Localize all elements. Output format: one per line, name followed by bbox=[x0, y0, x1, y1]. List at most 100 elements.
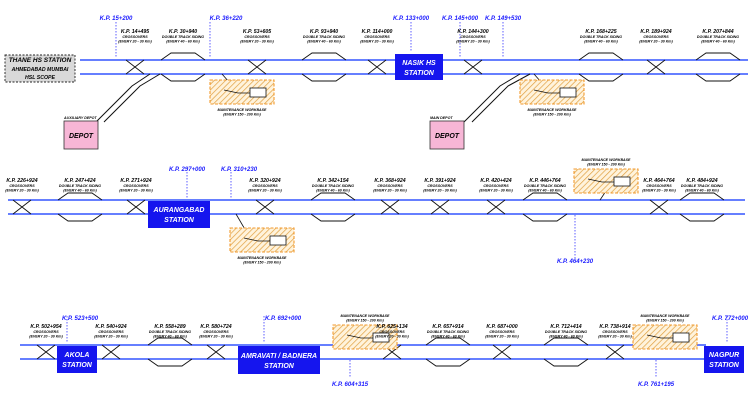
maintenance-workbase-interval: (EVERY 150 - 200 Km) bbox=[243, 261, 281, 265]
kp-label-interval: (EVERY 40 - 60 Km) bbox=[584, 40, 618, 44]
double-track-siding-symbol bbox=[310, 192, 356, 222]
kp-label-type: CROSSOVERS bbox=[483, 184, 509, 188]
crossover-symbol bbox=[380, 199, 400, 215]
maintenance-workbase-interval: (EVERY 150 - 200 Km) bbox=[223, 113, 261, 117]
kp-label-interval: (EVERY 40 - 60 Km) bbox=[549, 335, 583, 339]
double-track-siding-symbol bbox=[578, 52, 624, 82]
kp-label-interval: (EVERY 20 - 30 Km) bbox=[199, 335, 233, 339]
station-amravati-suffix: STATION bbox=[264, 363, 295, 370]
kp-label: K.P. 446+764 bbox=[529, 178, 560, 184]
double-track-siding-symbol bbox=[522, 192, 568, 222]
kp-label: K.P. 368+924 bbox=[374, 178, 405, 184]
crossover-symbol bbox=[206, 344, 226, 360]
kp-label: K.P. 712+414 bbox=[550, 324, 581, 330]
kp-label-interval: (EVERY 20 - 30 Km) bbox=[642, 189, 676, 193]
kp-blue-label: K.P. 523+500 bbox=[62, 316, 99, 322]
kp-label: K.P. 144+300 bbox=[457, 29, 488, 35]
kp-label: K.P. 657+914 bbox=[432, 324, 463, 330]
kp-label: K.P. 207+844 bbox=[702, 29, 733, 35]
station-nasik-name: NASIK HS bbox=[402, 60, 436, 67]
kp-label: K.P. 30+940 bbox=[169, 29, 197, 35]
kp-label-interval: (EVERY 20 - 30 Km) bbox=[29, 335, 63, 339]
kp-label: K.P. 114+000 bbox=[362, 29, 393, 35]
maintenance-workbase-interval: (EVERY 150 - 200 Km) bbox=[587, 163, 625, 167]
kp-blue-label: K.P. 761+195 bbox=[638, 382, 675, 388]
kp-label: K.P. 687+000 bbox=[486, 324, 517, 330]
kp-label-interval: (EVERY 40 - 60 Km) bbox=[685, 189, 719, 193]
kp-label-type: CROSSOVERS bbox=[33, 330, 59, 334]
crossover-symbol bbox=[463, 59, 483, 75]
crossover-symbol bbox=[367, 59, 387, 75]
station-nagpur: NAGPUR STATION bbox=[704, 346, 744, 373]
maintenance-workbase-title: MAINTENANCE WORKBASE bbox=[582, 158, 632, 162]
station-akola-name: AKOLA bbox=[64, 352, 90, 359]
kp-label-type: CROSSOVERS bbox=[460, 35, 486, 39]
kp-label: K.P. 540+924 bbox=[95, 324, 126, 330]
double-track-siding-symbol bbox=[695, 52, 741, 82]
kp-label: K.P. 168+225 bbox=[585, 29, 616, 35]
kp-label-interval: (EVERY 20 - 30 Km) bbox=[94, 335, 128, 339]
kp-label-interval: (EVERY 40 - 60 Km) bbox=[63, 189, 97, 193]
kp-label-interval: (EVERY 40 - 60 Km) bbox=[431, 335, 465, 339]
kp-label-interval: (EVERY 40 - 60 Km) bbox=[166, 40, 200, 44]
kp-blue-label: K.P. 297+000 bbox=[169, 167, 206, 173]
kp-label: K.P. 420+424 bbox=[480, 178, 511, 184]
kp-label-type: CROSSOVERS bbox=[364, 35, 390, 39]
double-track-siding-symbol bbox=[425, 337, 471, 367]
maintenance-workbase: MAINTENANCE WORKBASE(EVERY 150 - 200 Km) bbox=[332, 314, 398, 350]
depot-main: MAIN DEPOT DEPOT bbox=[429, 116, 465, 150]
kp-label: K.P. 391+924 bbox=[424, 178, 455, 184]
kp-label-type: CROSSOVERS bbox=[9, 184, 35, 188]
kp-label-type: DOUBLE TRACK SIDING bbox=[427, 330, 469, 334]
station-nasik-suffix: STATION bbox=[404, 70, 435, 77]
thane-station-title: THANE HS STATION bbox=[9, 57, 72, 64]
kp-blue-label: K.P. 310+230 bbox=[221, 167, 258, 173]
depot-main-label: DEPOT bbox=[435, 133, 460, 140]
kp-label: K.P. 93+940 bbox=[310, 29, 338, 35]
kp-blue-label: K.P. 145+000 bbox=[442, 16, 479, 22]
kp-label-interval: (EVERY 20 - 30 Km) bbox=[423, 189, 457, 193]
crossover-symbol bbox=[255, 199, 275, 215]
maintenance-workbase-title: MAINTENANCE WORKBASE bbox=[528, 108, 578, 112]
crossover-symbol bbox=[12, 199, 32, 215]
depot-auxiliary-label: DEPOT bbox=[69, 133, 94, 140]
kp-label-type: DOUBLE TRACK SIDING bbox=[149, 330, 191, 334]
crossover-symbol bbox=[492, 344, 512, 360]
kp-label-interval: (EVERY 20 - 30 Km) bbox=[479, 189, 513, 193]
kp-label: K.P. 320+924 bbox=[249, 178, 280, 184]
kp-label: K.P. 558+289 bbox=[154, 324, 185, 330]
kp-label-interval: (EVERY 20 - 30 Km) bbox=[375, 335, 409, 339]
double-track-siding-symbol bbox=[160, 52, 206, 82]
kp-label-type: CROSSOVERS bbox=[252, 184, 278, 188]
station-amravati: AMRAVATI / BADNERA STATION bbox=[238, 346, 320, 374]
double-track-siding-symbol bbox=[679, 192, 725, 222]
kp-label-interval: (EVERY 20 - 30 Km) bbox=[485, 335, 519, 339]
double-track-siding-symbol bbox=[543, 337, 589, 367]
maintenance-workbases: MAINTENANCE WORKBASE(EVERY 150 - 200 Km)… bbox=[209, 73, 698, 350]
crossover-symbol bbox=[36, 344, 56, 360]
kp-blue-label: K.P. 36+220 bbox=[210, 16, 243, 22]
kp-blue-label: K.P. 772+000 bbox=[712, 316, 749, 322]
kp-label: K.P. 342+154 bbox=[317, 178, 348, 184]
kp-label-interval: (EVERY 20 - 30 Km) bbox=[360, 40, 394, 44]
depot-connections bbox=[95, 73, 531, 123]
maintenance-workbase: MAINTENANCE WORKBASE(EVERY 150 - 200 Km) bbox=[632, 314, 698, 350]
double-track-siding-symbol bbox=[147, 337, 193, 367]
maintenance-workbase-title: MAINTENANCE WORKBASE bbox=[238, 256, 288, 260]
kp-blue-label: K.P. 15+200 bbox=[100, 16, 133, 22]
kp-label: K.P. 625+134 bbox=[376, 324, 407, 330]
